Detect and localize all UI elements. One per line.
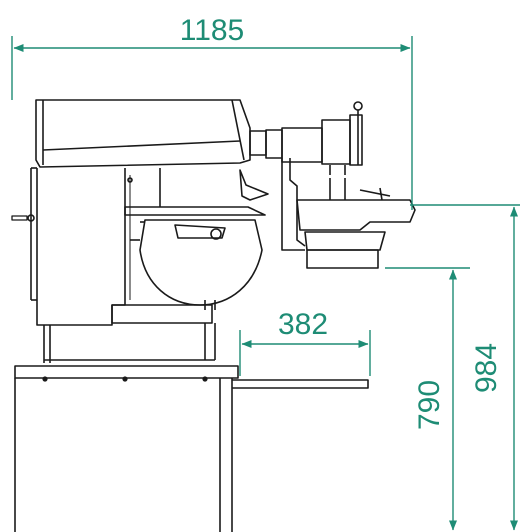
machine-head (35, 99, 267, 168)
mixing-bowl (124, 168, 269, 310)
machine-base (44, 304, 216, 361)
dimension-overall-height: 984 (470, 343, 503, 393)
dimension-extension-width: 382 (278, 308, 328, 341)
dimension-lines (11, 36, 520, 531)
support-table (14, 365, 369, 532)
cutting-attachment (296, 178, 416, 269)
machine-column (11, 167, 133, 363)
attachment-hub (265, 101, 363, 251)
dimension-outlet-height: 790 (413, 380, 446, 430)
dimension-overall-width: 1185 (180, 14, 245, 47)
mixer-machine (11, 99, 416, 532)
